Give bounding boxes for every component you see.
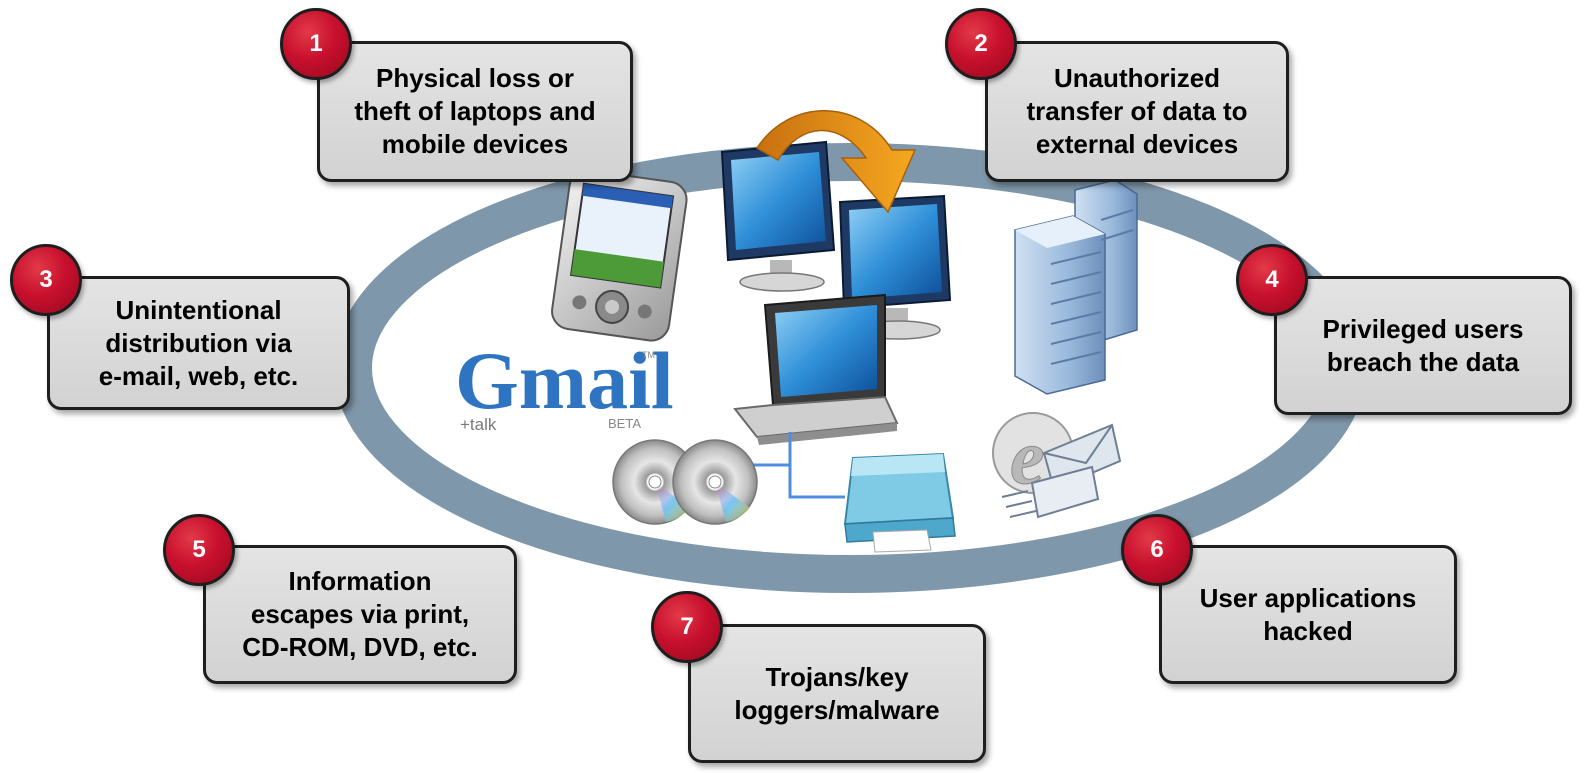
risk-text: User applications hacked (1199, 582, 1417, 646)
risk-text: Unintentional distribution via e-mail, w… (98, 294, 299, 391)
badge-7: 7 (651, 591, 723, 663)
risk-card-4: Privileged users breach the data (1274, 276, 1572, 415)
email-envelope-icon: e (992, 412, 1122, 519)
pda-icon (551, 169, 688, 342)
badge-number: 6 (1150, 536, 1164, 563)
printer-icon (843, 452, 956, 553)
risk-text: Unauthorized transfer of data to externa… (1026, 63, 1248, 159)
risk-card-3: Unintentional distribution via e-mail, w… (47, 276, 350, 410)
server-rack-icon (1014, 179, 1138, 395)
desktop-monitor-icon (720, 140, 836, 292)
risk-text: Information escapes via print, CD-ROM, D… (242, 566, 478, 662)
badge-number: 7 (680, 613, 694, 640)
risk-text: Trojans/key loggers/malware (734, 661, 940, 725)
gmail-tm: TM (642, 350, 655, 360)
risk-card-7: Trojans/key loggers/malware (688, 624, 986, 763)
gmail-wordmark: Gmail (455, 335, 674, 426)
network-lines (748, 432, 845, 499)
cd-disc-icon (612, 439, 698, 525)
laptop-icon (733, 293, 899, 445)
cd-disc-icon (672, 439, 758, 525)
risk-text: Physical loss or theft of laptops and mo… (354, 63, 596, 159)
badge-4: 4 (1236, 244, 1308, 316)
gmail-beta: BETA (608, 416, 641, 431)
desktop-monitor-icon (838, 194, 952, 340)
risk-card-5: Information escapes via print, CD-ROM, D… (203, 545, 517, 684)
badge-6: 6 (1121, 514, 1193, 586)
badge-number: 5 (192, 536, 206, 563)
risk-text: Privileged users breach the data (1322, 313, 1524, 377)
gmail-talk: +talk (460, 415, 497, 434)
badge-1: 1 (280, 8, 352, 80)
badge-number: 2 (974, 30, 988, 57)
badge-number: 4 (1265, 266, 1279, 293)
badge-3: 3 (10, 244, 82, 316)
risk-card-2: Unauthorized transfer of data to externa… (985, 41, 1289, 182)
badge-number: 1 (309, 30, 323, 57)
gmail-logo-icon: Gmail TM +talk BETA (455, 335, 674, 434)
transfer-arrow-icon (755, 110, 917, 214)
risk-card-6: User applications hacked (1159, 545, 1457, 684)
badge-5: 5 (163, 514, 235, 586)
badge-number: 3 (39, 266, 53, 293)
risk-card-1: Physical loss or theft of laptops and mo… (317, 41, 633, 182)
badge-2: 2 (945, 8, 1017, 80)
